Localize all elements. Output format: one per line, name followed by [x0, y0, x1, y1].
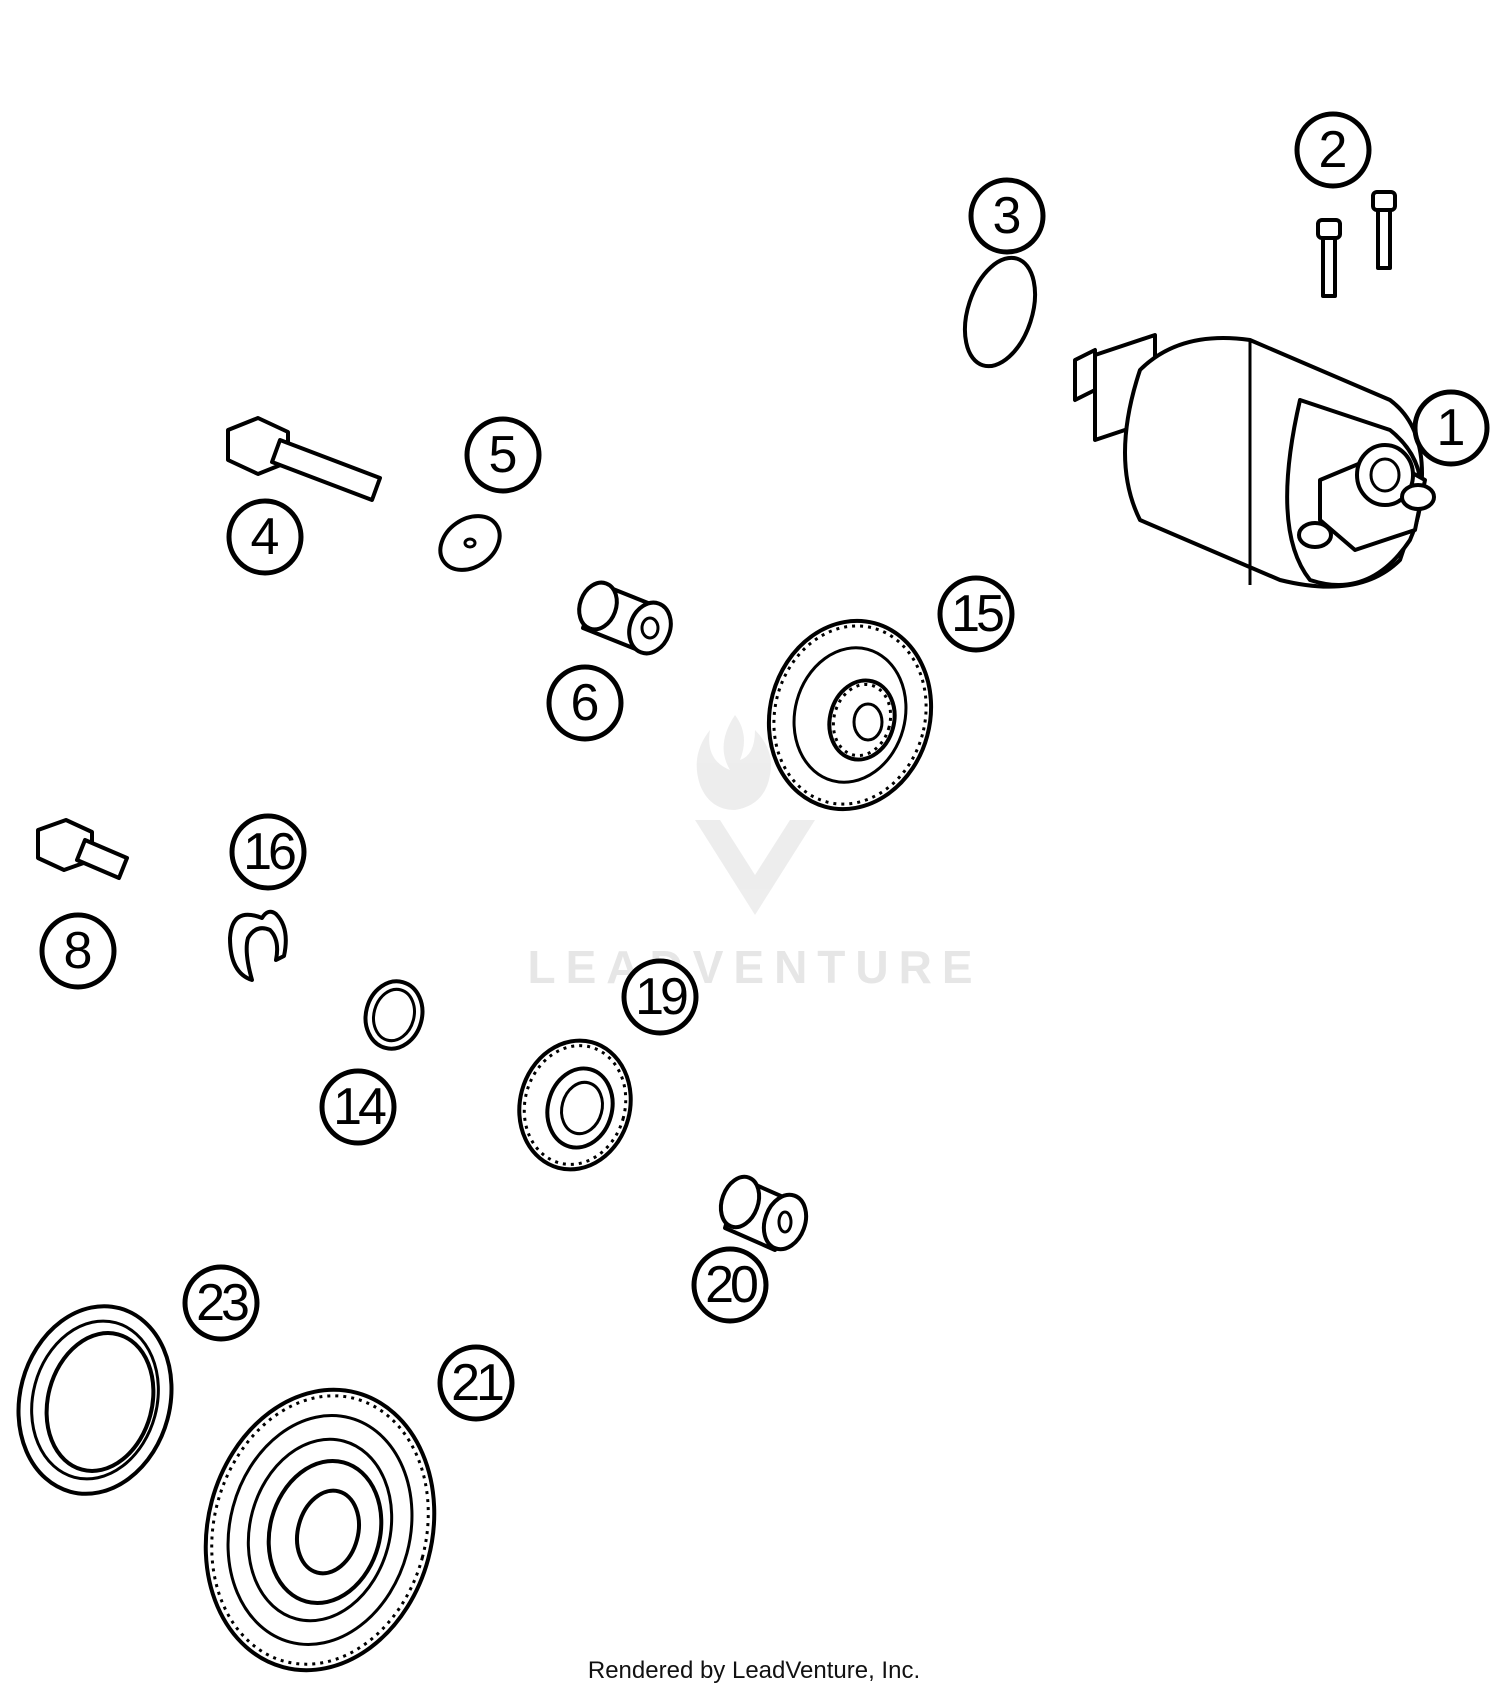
callout-6: 6	[546, 664, 624, 742]
callout-19: 19	[621, 958, 699, 1036]
bolts-pair	[1316, 190, 1397, 298]
callout-16: 16	[229, 813, 307, 891]
watermark-text: LEADVENTURE	[527, 941, 982, 993]
circlip	[228, 909, 288, 982]
callout-14: 14	[319, 1068, 397, 1146]
starter-motor	[1073, 333, 1436, 589]
large-gear	[766, 618, 934, 812]
svg-text:5: 5	[489, 426, 518, 484]
bushing	[577, 580, 673, 656]
small-gear	[517, 1038, 633, 1172]
large-gear-with-bearing	[203, 1387, 437, 1673]
washer	[438, 514, 502, 572]
callout-20: 20	[691, 1246, 769, 1324]
short-bushing	[718, 1174, 809, 1252]
svg-text:23: 23	[196, 1274, 248, 1332]
svg-text:21: 21	[451, 1354, 503, 1412]
svg-text:14: 14	[333, 1078, 386, 1136]
svg-text:2: 2	[1319, 121, 1348, 179]
svg-text:1: 1	[1437, 399, 1466, 457]
bearing-ring	[16, 1304, 174, 1496]
callout-23: 23	[182, 1264, 260, 1342]
svg-text:3: 3	[993, 187, 1022, 245]
small-bolt	[36, 818, 129, 880]
svg-text:19: 19	[635, 968, 687, 1026]
callout-8: 8	[39, 912, 117, 990]
callout-15: 15	[937, 575, 1015, 653]
callout-21: 21	[437, 1344, 515, 1422]
svg-text:15: 15	[951, 585, 1003, 643]
svg-text:20: 20	[705, 1256, 757, 1314]
o-ring	[962, 255, 1038, 369]
svg-text:6: 6	[571, 674, 600, 732]
watermark-logo	[695, 715, 815, 915]
svg-text:8: 8	[64, 922, 93, 980]
svg-text:4: 4	[251, 508, 280, 566]
footer-credit: Rendered by LeadVenture, Inc.	[588, 1657, 920, 1684]
callout-4: 4	[226, 498, 304, 576]
svg-text:16: 16	[243, 823, 295, 881]
callout-1: 1	[1412, 389, 1490, 467]
callout-2: 2	[1294, 111, 1372, 189]
long-bolt	[226, 416, 382, 502]
thrust-washer	[363, 979, 425, 1051]
callout-5: 5	[464, 416, 542, 494]
callout-3: 3	[968, 177, 1046, 255]
